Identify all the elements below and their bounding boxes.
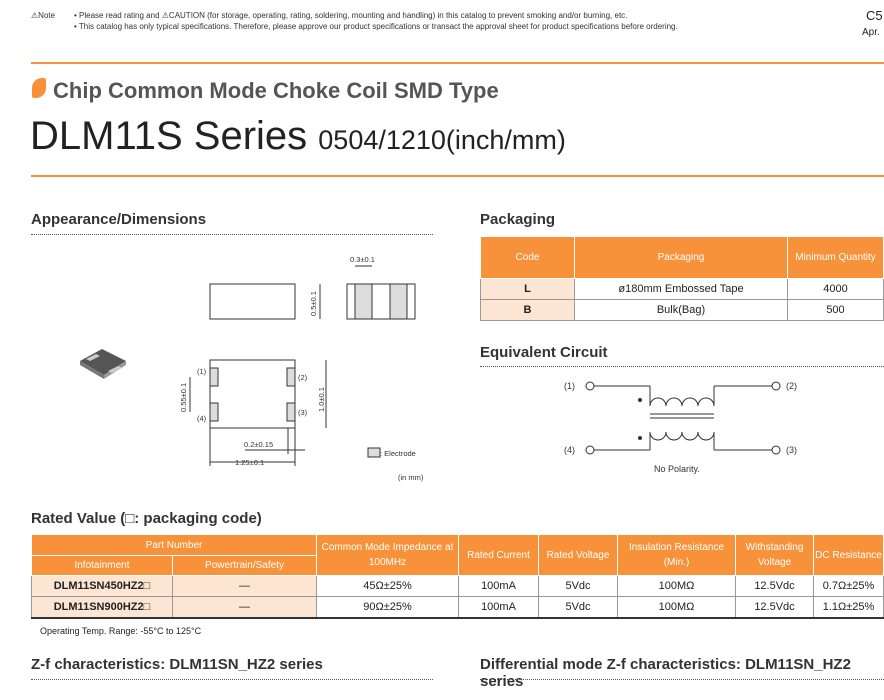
cell: 0.7Ω±25%	[813, 575, 884, 597]
col-voltage: Rated Voltage	[538, 534, 618, 576]
leaf-icon	[32, 78, 46, 98]
zf-title: Z-f characteristics: DLM11SN_HZ2 series	[31, 656, 323, 673]
equivalent-circuit: (1) (2) (3) (4) No Polarity.	[564, 381, 797, 474]
divider	[31, 679, 433, 680]
dimension-drawing: 0.3±0.1 0.5±0.1 0.55±0.1 1.0±0.1 0.2±0.1…	[179, 255, 424, 482]
electrode-legend: : Electrode	[380, 449, 416, 458]
col-powertrain: Powertrain/Safety	[172, 555, 317, 576]
pin-1-label: (1)	[197, 367, 207, 376]
col-min-qty: Minimum Quantity	[787, 236, 884, 279]
packaging-title: Packaging	[480, 211, 556, 228]
cell: 12.5Vdc	[735, 575, 814, 597]
cell: 500	[787, 299, 884, 321]
page-code: C5	[866, 8, 883, 23]
col-code: Code	[480, 236, 575, 279]
footnote: Operating Temp. Range: -55°C to 125°C	[40, 626, 202, 636]
series-title: DLM11S Series 0504/1210(inch/mm)	[30, 114, 566, 159]
cell: —	[172, 596, 317, 618]
chip-photo	[78, 345, 128, 381]
divider	[31, 234, 433, 235]
rated-title: Rated Value (□: packaging code)	[31, 510, 262, 527]
rated-table: Part Number Common Mode Impedance at 100…	[31, 534, 884, 619]
cell: 5Vdc	[538, 575, 618, 597]
header-rule	[31, 62, 884, 64]
circuit-pin-4: (4)	[564, 445, 575, 455]
dim-pitch: 0.55±0.1	[179, 383, 188, 412]
cell: 45Ω±25%	[316, 575, 459, 597]
cell: 1.1Ω±25%	[813, 596, 884, 618]
circuit-pin-1: (1)	[564, 381, 575, 391]
dim-width: 1.0±0.1	[317, 387, 326, 412]
cell: 100MΩ	[617, 596, 736, 618]
col-withstanding: Withstanding Voltage	[735, 534, 814, 576]
pin-3-label: (3)	[298, 408, 308, 417]
cell: B	[480, 299, 575, 321]
cell: 100mA	[458, 596, 539, 618]
dim-length: 1.25±0.1	[235, 458, 264, 467]
circuit-pin-2: (2)	[786, 381, 797, 391]
dim-gap: 0.2±0.15	[244, 440, 273, 449]
col-dc-resistance: DC Resistance	[813, 534, 884, 576]
series-size: 0504/1210(inch/mm)	[318, 125, 566, 155]
col-part-number: Part Number	[31, 534, 317, 556]
cell: 4000	[787, 278, 884, 300]
date: Apr.	[862, 27, 880, 38]
circuit-title: Equivalent Circuit	[480, 344, 608, 361]
pin-4-label: (4)	[197, 414, 207, 423]
col-impedance: Common Mode Impedance at 100MHz	[316, 534, 459, 576]
unit-label: (in mm)	[398, 473, 424, 482]
dim-terminal-width: 0.3±0.1	[350, 255, 375, 264]
note-label: ⚠Note	[31, 11, 56, 20]
note-line-2: • This catalog has only typical specific…	[74, 22, 678, 31]
col-infotainment: Infotainment	[31, 555, 173, 576]
divider	[480, 679, 884, 680]
col-packaging: Packaging	[574, 236, 788, 279]
cell: 12.5Vdc	[735, 596, 814, 618]
appearance-title: Appearance/Dimensions	[31, 211, 207, 228]
cell: ø180mm Embossed Tape	[574, 278, 788, 300]
part-number-cell: DLM11SN450HZ2□	[31, 575, 173, 597]
diff-zf-title: Differential mode Z-f characteristics: D…	[480, 656, 851, 690]
cell: Bulk(Bag)	[574, 299, 788, 321]
dim-height: 0.5±0.1	[309, 291, 318, 316]
circuit-pin-3: (3)	[786, 445, 797, 455]
circuit-caption: No Polarity.	[654, 464, 700, 474]
part-number-cell: DLM11SN900HZ2□	[31, 596, 173, 618]
cell: L	[480, 278, 575, 300]
pin-2-label: (2)	[298, 373, 308, 382]
cell: 90Ω±25%	[316, 596, 459, 618]
col-current: Rated Current	[458, 534, 539, 576]
cell: 100MΩ	[617, 575, 736, 597]
title-rule	[31, 175, 884, 177]
category-title: Chip Common Mode Choke Coil SMD Type	[53, 78, 499, 103]
cell: 100mA	[458, 575, 539, 597]
note-line-1: • Please read rating and ⚠CAUTION (for s…	[74, 11, 628, 20]
series-name: DLM11S Series	[30, 114, 308, 158]
cell: —	[172, 575, 317, 597]
cell: 5Vdc	[538, 596, 618, 618]
divider	[480, 366, 884, 367]
col-insulation: Insulation Resistance (Min.)	[617, 534, 736, 576]
